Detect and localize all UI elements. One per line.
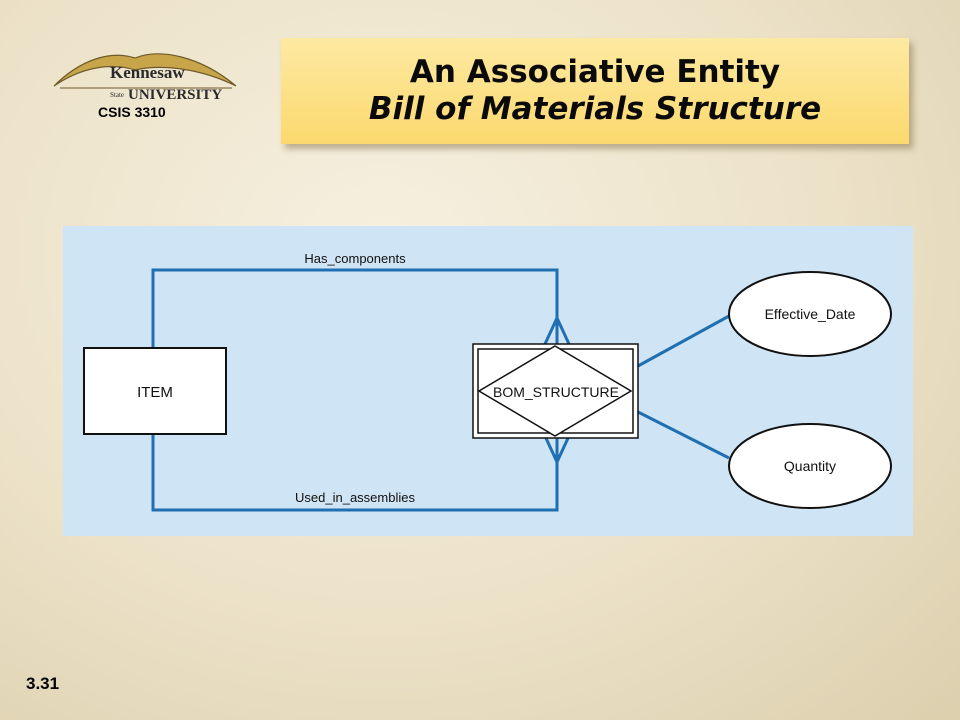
crows-foot-bottom: [543, 435, 571, 466]
er-diagram: ITEM BOM_STRUCTURE Effective_Date Quanti…: [63, 226, 913, 536]
associative-entity-diamond: [477, 345, 633, 437]
entity-item-label: ITEM: [137, 384, 173, 401]
attribute-effective-date: [728, 271, 892, 357]
logo-text-state: State: [110, 91, 124, 99]
relationship-line-used-in-assemblies: [151, 432, 559, 512]
attribute-quantity-label: Quantity: [784, 458, 836, 474]
course-code: CSIS 3310: [98, 104, 166, 120]
attribute-line-effective-date: [637, 314, 730, 368]
attribute-line-quantity: [637, 410, 730, 460]
title-line-1: An Associative Entity: [409, 54, 781, 91]
logo-text-university: UNIVERSITY: [128, 87, 222, 103]
relationship-label-has-components: Has_components: [304, 251, 406, 266]
entity-item: [83, 347, 227, 435]
university-logo: Kennesaw State UNIVERSITY: [50, 42, 240, 112]
relationship-line-has-components: [151, 268, 559, 348]
crows-foot-top: [543, 314, 571, 345]
logo-text-kennesaw: Kennesaw: [110, 63, 185, 82]
slide-number: 3.31: [26, 674, 60, 693]
relationship-label-used-in-assemblies: Used_in_assemblies: [295, 490, 415, 505]
attribute-effective-date-label: Effective_Date: [765, 306, 856, 322]
associative-entity-label: BOM_STRUCTURE: [493, 384, 619, 400]
title-line-2: Bill of Materials Structure: [368, 91, 822, 127]
attribute-quantity: [728, 423, 892, 509]
slide-title: An Associative Entity Bill of Materials …: [281, 38, 909, 144]
